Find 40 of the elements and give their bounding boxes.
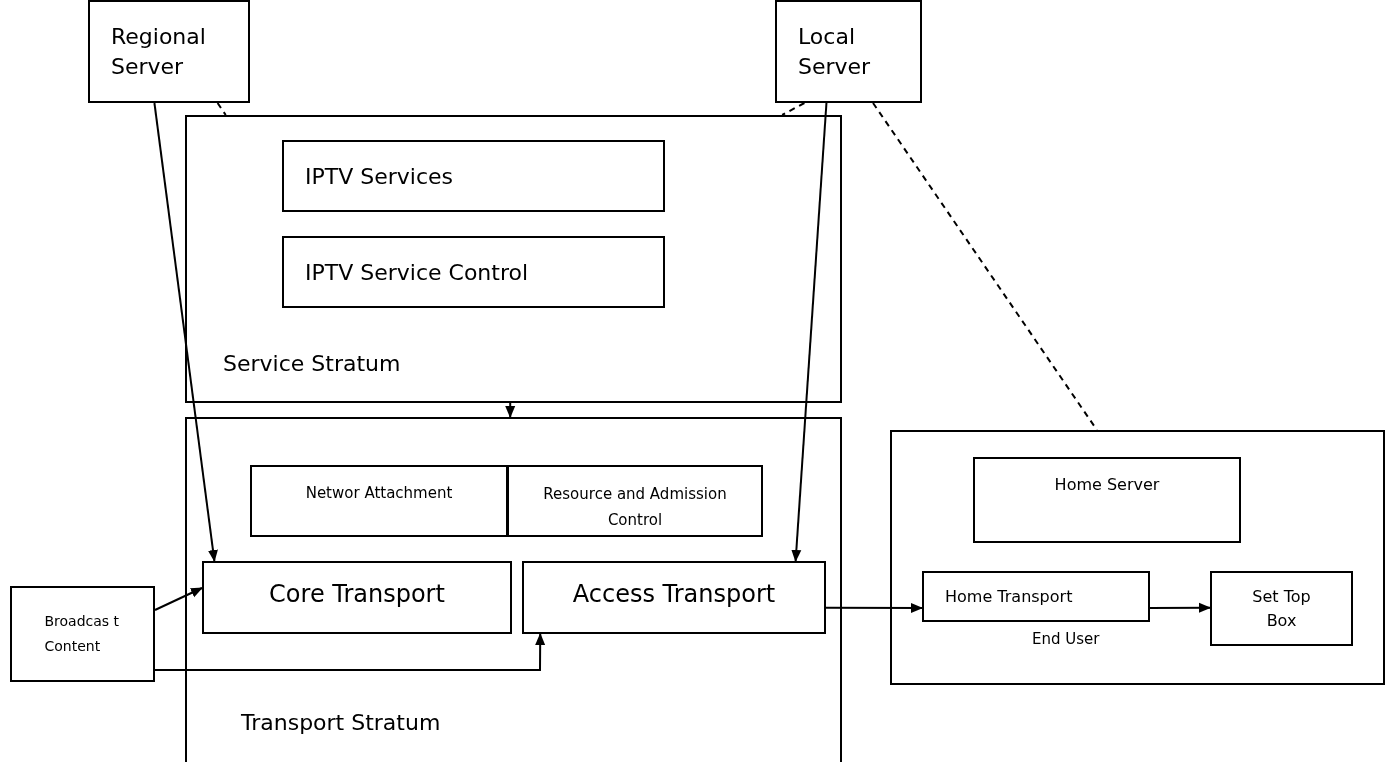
box-label: Access Transport [572, 579, 776, 610]
box-label: End User [1032, 629, 1100, 650]
box-label: IPTV Services [305, 162, 453, 191]
dashed-line [872, 102, 1098, 431]
set-top-box [1210, 571, 1353, 646]
end-user-box [890, 430, 1385, 685]
arrow [825, 602, 923, 613]
arrow [153, 102, 218, 562]
service-box [282, 236, 665, 308]
box-label: Local Server [798, 22, 872, 81]
server-box [88, 0, 250, 103]
arrow [154, 587, 203, 611]
function-box [250, 465, 508, 537]
box-label: Networ Attachment [305, 483, 453, 504]
box-label: Transport Stratum [241, 709, 441, 737]
function-box [507, 465, 763, 537]
stratum-box [185, 115, 842, 403]
dashed-line [216, 102, 227, 116]
home-transport-box [922, 571, 1150, 622]
arrow [1149, 602, 1211, 613]
source-box [10, 586, 155, 682]
box-label: IPTV Service Control [305, 258, 529, 287]
arrow [154, 633, 546, 671]
server-box [775, 0, 922, 103]
transport-box [522, 561, 826, 634]
dashed-line [781, 102, 806, 116]
box-label: Core Transport [269, 579, 445, 610]
home-server-box [973, 457, 1241, 543]
transport-box [202, 561, 512, 634]
box-label: Service Stratum [223, 350, 401, 378]
box-label: Regional Server [111, 22, 207, 81]
box-label: Home Server [1054, 474, 1160, 496]
service-box [282, 140, 665, 212]
stratum-box [185, 417, 842, 762]
box-label: Resource and Admission Control [542, 484, 728, 531]
box-label: Set Top Box [1251, 585, 1312, 632]
box-label: Home Transport [945, 585, 1073, 608]
box-label: Broadcas t Content [44, 612, 121, 656]
arrow [791, 102, 828, 562]
arrow [505, 402, 516, 418]
